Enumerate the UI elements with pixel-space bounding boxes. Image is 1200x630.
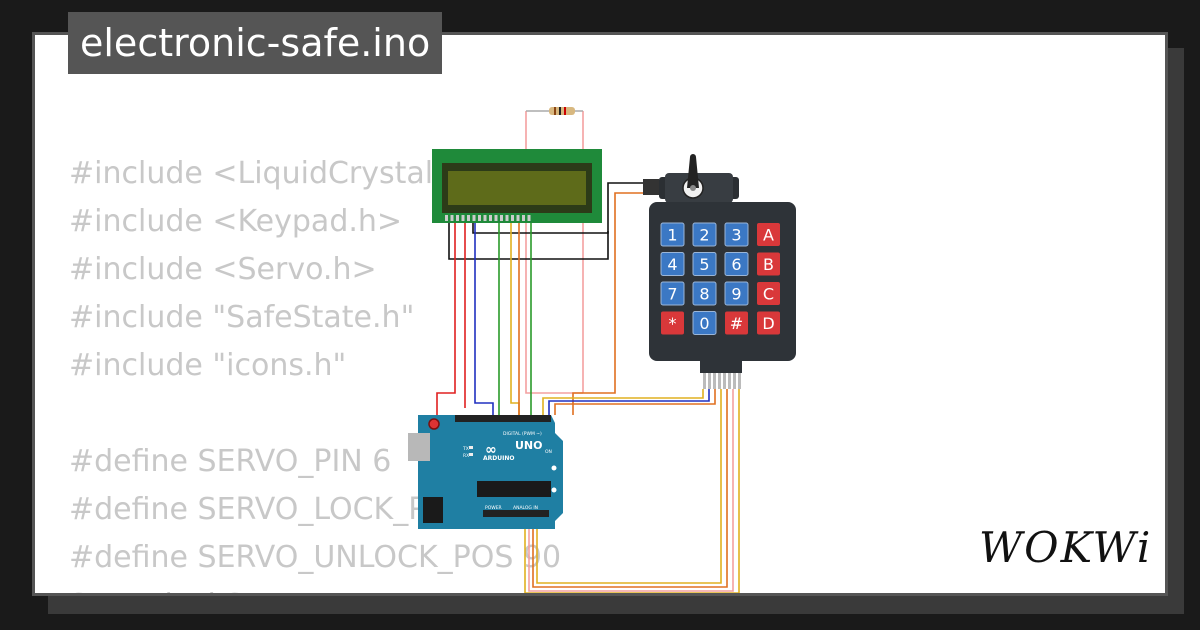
keypad-key[interactable]: 4 (660, 252, 685, 276)
keypad-key-label: 4 (667, 255, 677, 274)
keypad-key-label: 8 (699, 285, 709, 304)
wire-keypad-4 (536, 389, 722, 584)
code-line: #include <Servo.h> (69, 252, 377, 287)
wire-lcd-blue (474, 221, 494, 415)
keypad-key-label: 5 (699, 255, 709, 274)
keypad-key[interactable]: 8 (692, 281, 717, 306)
keypad-key-label: D (762, 314, 774, 333)
usb-port-icon (408, 433, 430, 461)
keypad-key[interactable]: 6 (724, 252, 749, 276)
analog-label: ANALOG IN (513, 505, 538, 511)
wire-keypad-2 (548, 389, 710, 415)
wire-keypad-6 (528, 389, 734, 592)
keypad-key[interactable]: 9 (724, 281, 749, 306)
power-label: POWER (485, 505, 502, 511)
power-jack-icon (423, 497, 443, 523)
arduino-brand: ARDUINO (483, 455, 514, 462)
keypad-key[interactable]: 3 (724, 222, 749, 247)
keypad-key[interactable]: 1 (660, 222, 685, 247)
wire-keypad-3 (554, 389, 716, 415)
keypad-key[interactable]: 2 (692, 222, 717, 247)
digital-label: DIGITAL (PWM ~) (503, 431, 542, 437)
wire-servo-gnd (472, 182, 648, 234)
keypad-key[interactable]: C (757, 282, 780, 305)
resistor (526, 107, 583, 115)
code-line: #include "icons.h" (69, 348, 347, 383)
keypad-key[interactable]: B (757, 252, 780, 276)
microcontroller-chip (477, 481, 551, 497)
code-line: #include <Keypad.h> (69, 204, 403, 239)
arduino-infinity-logo: ∞ (485, 442, 497, 458)
keypad-key-label: 7 (667, 285, 677, 304)
keypad-key-label: A (763, 226, 774, 245)
servo-motor (643, 154, 739, 203)
code-line: #define SERVO_UNLOCK_POS 90 (69, 540, 562, 575)
code-line: #define SERVO_LOCK_P (69, 492, 427, 527)
membrane-keypad: 1 2 3 A 4 5 6 B 7 8 9 C * 0 # D (649, 202, 796, 389)
wire-keypad-1 (542, 389, 704, 415)
circuit-diagram: 1 2 3 A 4 5 6 B 7 8 9 C * 0 # D ∞ UNO ARDUINO DIGITAL (… (408, 107, 796, 593)
wire-keypad-7 (524, 389, 740, 593)
keypad-key-label: 9 (731, 285, 741, 304)
keypad-key[interactable]: 5 (692, 252, 717, 276)
keypad-key[interactable]: * (661, 311, 684, 335)
preview-card: #include <LiquidCrystal. #include <Keypad… (32, 32, 1168, 596)
reset-button (428, 418, 440, 430)
rx-label: RX (463, 453, 469, 459)
keypad-key-label: 2 (699, 226, 709, 245)
keypad-key-label: 0 (699, 314, 709, 333)
wire-servo-signal (572, 192, 648, 415)
keypad-key[interactable]: A (757, 223, 780, 246)
lcd-pins (445, 215, 531, 221)
code-listing: #include <LiquidCrystal. #include <Keypad… (69, 150, 562, 593)
on-led-label: ON (545, 449, 552, 455)
keypad-key-label: * (669, 314, 677, 333)
wire-keypad-5 (532, 389, 728, 588)
arduino-model: UNO (515, 439, 543, 452)
keypad-key-label: 6 (731, 255, 741, 274)
keypad-key-label: 1 (667, 226, 677, 245)
keypad-key-label: 3 (731, 226, 741, 245)
lcd-display (432, 149, 602, 223)
keypad-key[interactable]: 7 (660, 281, 685, 306)
sketch-title: electronic-safe.ino (68, 12, 443, 74)
arduino-uno: ∞ UNO ARDUINO DIGITAL (PWM ~) ANALOG IN … (408, 415, 563, 529)
code-line: #define SERVO_PIN 6 (69, 444, 392, 479)
keypad-key-label: # (730, 314, 743, 333)
keypad-key[interactable]: D (757, 311, 780, 335)
keypad-key-label: B (763, 255, 774, 274)
wire-lcd-yellow (510, 221, 520, 415)
wokwi-logo: WOKWi (979, 523, 1153, 572)
tx-label: TX (462, 446, 469, 452)
wire-lcd-black (448, 221, 609, 260)
code-line: #include "SafeState.h" (69, 300, 415, 335)
code-line: Servo lockServo; (69, 582, 561, 593)
keypad-key[interactable]: 0 (692, 311, 717, 335)
keypad-key[interactable]: # (725, 311, 748, 335)
keypad-key-label: C (763, 285, 774, 304)
code-line: #include <LiquidCrystal. (69, 156, 443, 191)
